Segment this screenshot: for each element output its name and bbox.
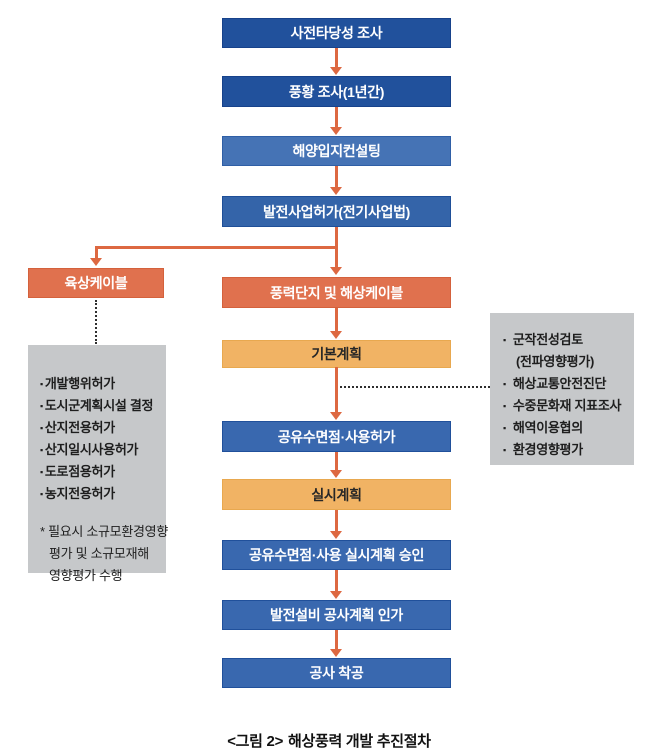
list-item: ▪도로점용허가 [40,461,158,483]
bullet-icon: ▪ [40,467,43,477]
flow-arrow-1 [330,48,343,75]
node-onshore-cable: 육상케이블 [28,268,164,298]
bullet-icon: ▪ [40,379,43,389]
footnote-line: 평가 및 소규모재해 [49,546,149,561]
flow-arrow-6 [330,452,343,478]
node-public-water-occupancy-use-permit: 공유수면점·사용허가 [222,421,451,452]
list-item: ▪산지일시사용허가 [40,439,158,461]
node-power-business-license: 발전사업허가(전기사업법) [222,196,451,227]
list-item-label: 개발행위허가 [44,376,115,391]
list-item: ▪ 해역이용협의 [503,417,628,439]
flow-arrow-9 [330,630,343,657]
branch-arrow-onshore-cable [90,249,103,266]
node-marine-siting-consulting: 해양입지컨설팅 [222,136,451,166]
node-wind-farm-offshore-cable: 풍력단지 및 해상케이블 [222,277,451,308]
footnote-line: 영향평가 수행 [49,568,123,583]
list-item: ▪ 해상교통안전진단 [503,373,628,395]
footnote: * 필요시 소규모환경영향 평가 및 소규모재해 영향평가 수행 [40,521,168,587]
node-power-facility-construction-plan-approval: 발전설비 공사계획 인가 [222,600,451,630]
node-pre-feasibility-survey: 사전타당성 조사 [222,18,451,48]
bullet-icon: ▪ [40,489,43,499]
list-item: ▪산지전용허가 [40,417,158,439]
note-basic-plan-reviews: ▪ 군작전성검토 (전파영향평가) ▪ 해상교통안전진단 ▪ 수중문화재 지표조사 ▪… [490,313,634,465]
branch-connector-stem [335,227,338,249]
node-wind-condition-survey: 풍황 조사(1년간) [222,76,451,107]
figure-caption: <그림 2>해상풍력 개발 추진절차 [0,730,658,751]
figure-caption-prefix: <그림 2> [227,733,284,750]
list-item: ▪농지전용허가 [40,483,158,505]
list-item: ▪개발행위허가 [40,373,158,395]
node-basic-plan: 기본계획 [222,340,451,368]
list-item-continuation: (전파영향평가) [503,351,628,373]
list-item-label: 산지일시사용허가 [44,442,139,457]
list-item-label: 해상교통안전진단 [512,376,607,391]
branch-arrow-wind-farm [330,249,343,275]
bullet-icon: ▪ [503,445,506,455]
branch-connector-bar [95,246,337,249]
node-construction-start: 공사 착공 [222,658,451,688]
list-item-label: 도로점용허가 [44,464,115,479]
list-item-label: (전파영향평가) [516,354,595,369]
list-item: ▪ 수중문화재 지표조사 [503,395,628,417]
bullet-icon: ▪ [40,423,43,433]
dotted-connector-basic-plan-note [340,386,490,388]
list-item: ▪ 환경영향평가 [503,439,628,461]
flow-arrow-2 [330,107,343,135]
bullet-icon: ▪ [40,401,43,411]
figure-caption-title: 해상풍력 개발 추진절차 [288,733,431,750]
bullet-icon: ▪ [40,445,43,455]
flow-arrow-7 [330,510,343,539]
list-item: ▪도시군계획시설 결정 [40,395,158,417]
note-onshore-permits: ▪개발행위허가 ▪도시군계획시설 결정 ▪산지전용허가 ▪산지일시사용허가 ▪도… [28,345,168,583]
bullet-icon: ▪ [503,401,506,411]
dotted-connector-onshore-note [95,300,97,344]
list-item-label: 산지전용허가 [44,420,115,435]
list-item-label: 환경영향평가 [512,442,583,457]
bullet-icon: ▪ [503,379,506,389]
list-item-label: 도시군계획시설 결정 [44,398,154,413]
bullet-icon: ▪ [503,423,506,433]
flow-arrow-4 [330,308,343,339]
list-item-label: 해역이용협의 [512,420,583,435]
flow-arrow-5 [330,367,343,420]
list-item-label: 수중문화재 지표조사 [512,398,622,413]
list-item: ▪ 군작전성검토 [503,329,628,351]
node-public-water-implementation-plan-approval: 공유수면점·사용 실시계획 승인 [222,540,451,570]
flow-arrow-8 [330,570,343,599]
node-implementation-plan: 실시계획 [222,479,451,510]
list-item-label: 군작전성검토 [512,332,583,347]
footnote-line: * 필요시 소규모환경영향 [40,524,168,539]
list-item-label: 농지전용허가 [44,486,115,501]
flow-arrow-3 [330,166,343,195]
bullet-icon: ▪ [503,335,506,345]
